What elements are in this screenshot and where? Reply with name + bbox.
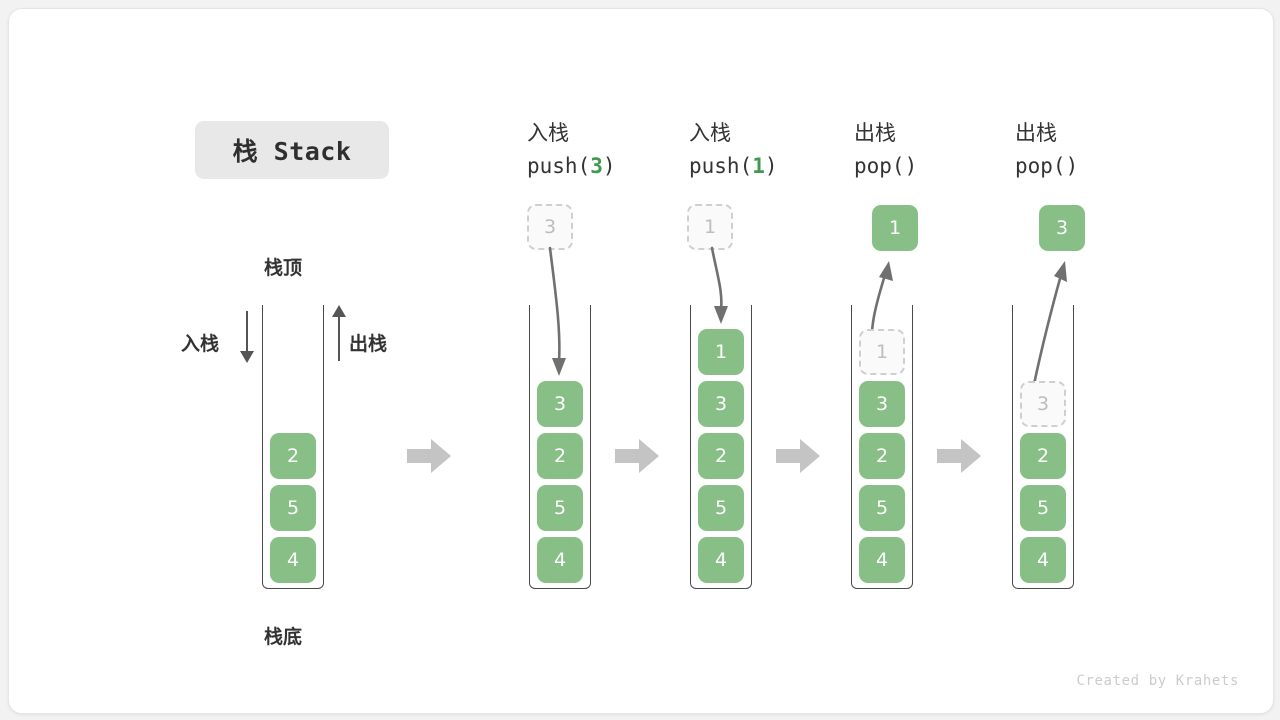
stack-cell: 2	[1020, 433, 1066, 479]
ghost-cell: 1	[687, 204, 733, 250]
push-motion-arrow-icon	[548, 246, 566, 376]
code-suffix: )	[764, 153, 778, 178]
pop-side-label: 出栈	[349, 333, 388, 355]
push-side-label: 入栈	[181, 333, 220, 355]
stack-cell: 4	[698, 537, 744, 583]
push-arrow-shaft	[246, 311, 248, 355]
column-header-code: push(1)	[689, 150, 778, 183]
code-suffix: )	[1065, 153, 1079, 178]
code-suffix: )	[602, 153, 616, 178]
transition-arrow-icon	[615, 439, 659, 473]
code-argument: 1	[752, 153, 765, 178]
stack-cell: 4	[537, 537, 583, 583]
stack-cell: 5	[859, 485, 905, 531]
stack-tube-pop-1	[851, 305, 913, 589]
code-prefix: pop(	[854, 153, 905, 178]
stack-cell: 5	[1020, 485, 1066, 531]
stack-cell: 4	[859, 537, 905, 583]
column-header-cn: 出栈	[854, 121, 896, 145]
code-prefix: pop(	[1015, 153, 1066, 178]
push-motion-arrow-icon	[710, 246, 728, 324]
code-prefix: push(	[689, 153, 753, 178]
stack-cell: 5	[698, 485, 744, 531]
column-header-code: push(3)	[527, 150, 616, 183]
stack-cell: 2	[698, 433, 744, 479]
popped-element: 3	[1039, 205, 1085, 251]
stack-cell: 5	[537, 485, 583, 531]
pop-arrow-icon	[332, 305, 346, 317]
pop-arrow-shaft	[338, 317, 340, 361]
column-header-push-1: 入栈 push(1)	[689, 117, 778, 182]
stack-cell: 2	[859, 433, 905, 479]
diagram-card: 栈 Stack 栈顶 栈底 入栈 出栈 2 5 4 入栈 push(3) 3 3…	[8, 8, 1274, 714]
stack-top-label: 栈顶	[264, 257, 303, 279]
transition-arrow-icon	[937, 439, 981, 473]
popped-element: 1	[872, 205, 918, 251]
stack-tube-pop-2	[1012, 305, 1074, 589]
stack-cell: 2	[270, 433, 316, 479]
code-prefix: push(	[527, 153, 591, 178]
column-header-cn: 出栈	[1015, 121, 1057, 145]
ghost-cell: 1	[859, 329, 905, 375]
code-suffix: )	[904, 153, 918, 178]
stack-cell: 3	[537, 381, 583, 427]
ghost-cell: 3	[527, 204, 573, 250]
stack-tube-initial	[262, 305, 324, 589]
stack-cell: 1	[698, 329, 744, 375]
stack-bottom-label: 栈底	[264, 626, 303, 648]
stack-cell: 2	[537, 433, 583, 479]
stack-cell: 5	[270, 485, 316, 531]
code-argument: 3	[590, 153, 603, 178]
transition-arrow-icon	[776, 439, 820, 473]
stack-tube-push-3	[529, 305, 591, 589]
stack-cell: 4	[1020, 537, 1066, 583]
ghost-cell: 3	[1020, 381, 1066, 427]
stack-cell: 3	[859, 381, 905, 427]
stack-cell: 4	[270, 537, 316, 583]
column-header-push-3: 入栈 push(3)	[527, 117, 616, 182]
transition-arrow-icon	[407, 439, 451, 473]
page-title: 栈 Stack	[195, 121, 389, 179]
push-arrow-icon	[240, 351, 254, 363]
column-header-pop-1: 出栈 pop()	[854, 117, 917, 182]
stack-tube-push-1	[690, 305, 752, 589]
stack-cell: 3	[698, 381, 744, 427]
watermark: Created by Krahets	[1076, 673, 1239, 689]
column-header-code: pop()	[854, 150, 917, 183]
column-header-cn: 入栈	[689, 121, 731, 145]
column-header-pop-2: 出栈 pop()	[1015, 117, 1078, 182]
column-header-code: pop()	[1015, 150, 1078, 183]
column-header-cn: 入栈	[527, 121, 569, 145]
